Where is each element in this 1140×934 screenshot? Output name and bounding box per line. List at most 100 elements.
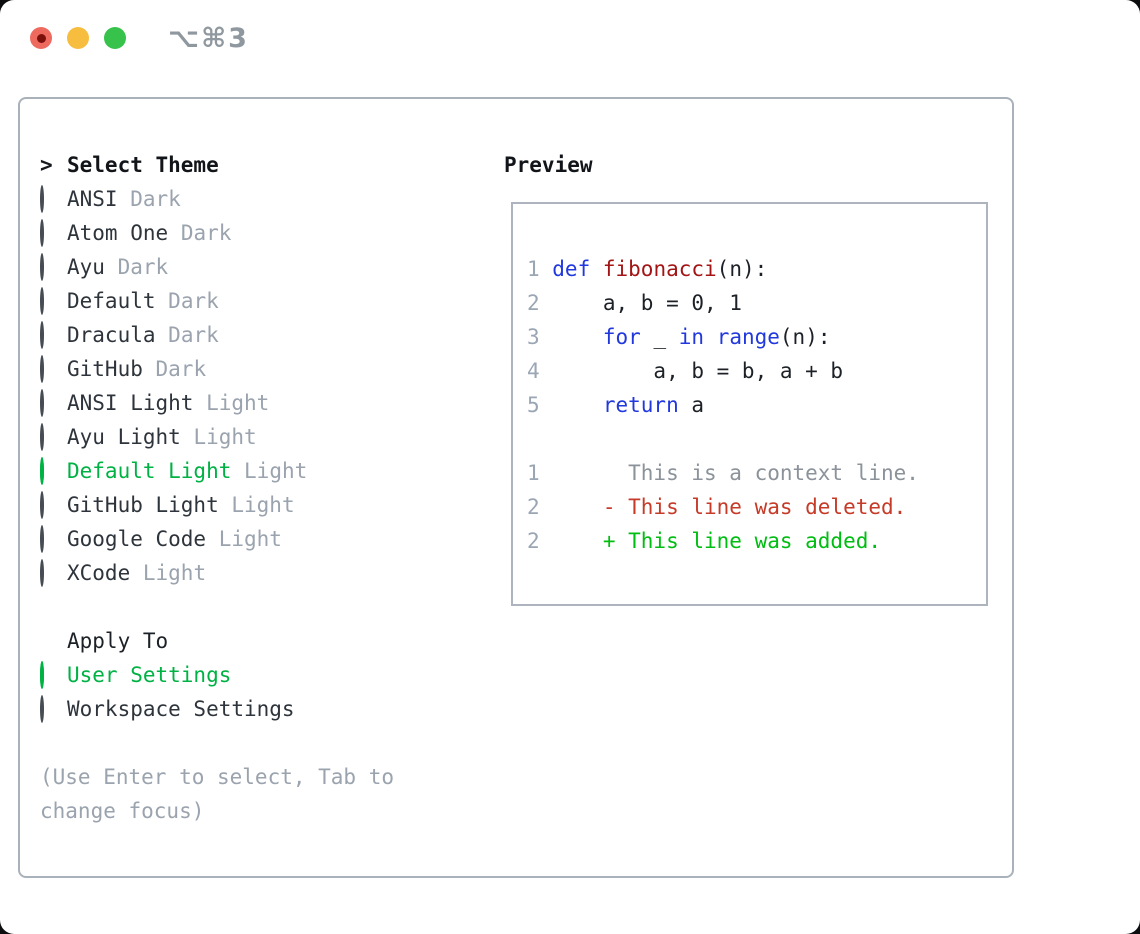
code-token: return <box>602 393 679 417</box>
code-token: This is a context line. <box>552 461 919 485</box>
unselected-radio-icon <box>40 525 44 553</box>
code-token: a, b = 0, 1 <box>552 291 742 315</box>
line-number: 1 <box>527 461 540 485</box>
theme-option-default[interactable]: Default Dark <box>40 284 480 318</box>
code-token: in <box>678 325 705 349</box>
theme-selector-panel: > Select Theme ANSI Dark Atom One Dark A… <box>18 97 1014 878</box>
code-token: for <box>602 325 641 349</box>
theme-list-section: > Select Theme ANSI Dark Atom One Dark A… <box>40 148 480 828</box>
traffic-lights <box>30 27 126 49</box>
line-number: 3 <box>527 325 540 349</box>
window-title: ⌥⌘3 <box>168 22 249 54</box>
unselected-radio-icon <box>40 389 44 417</box>
titlebar: ⌥⌘3 <box>0 0 1140 76</box>
close-dot-icon <box>36 33 46 43</box>
apply-to-title: Apply To <box>67 629 169 653</box>
theme-option-dracula[interactable]: Dracula Dark <box>40 318 480 352</box>
line-number: 1 <box>527 257 540 281</box>
preview-header: Preview <box>504 148 988 182</box>
theme-option-ayu[interactable]: Ayu Dark <box>40 250 480 284</box>
theme-option-atom-one[interactable]: Atom One Dark <box>40 216 480 250</box>
spacer <box>40 590 480 624</box>
preview-line: 2 a, b = 0, 1 <box>527 286 986 320</box>
unselected-radio-icon <box>40 219 44 247</box>
unselected-radio-icon <box>40 695 44 723</box>
code-token: - This line was deleted. <box>552 495 907 519</box>
code-token <box>704 325 717 349</box>
unselected-radio-icon <box>40 287 44 315</box>
theme-option-xcode[interactable]: XCode Light <box>40 556 480 590</box>
unselected-radio-icon <box>40 321 44 349</box>
theme-option-google-code[interactable]: Google Code Light <box>40 522 480 556</box>
theme-option-default-light[interactable]: Default Light Light <box>40 454 480 488</box>
theme-option-github[interactable]: GitHub Dark <box>40 352 480 386</box>
apply-to-list: User Settings Workspace Settings <box>40 658 480 726</box>
preview-line <box>527 422 986 456</box>
code-token: (n): <box>716 257 768 281</box>
select-theme-title: Select Theme <box>67 153 219 177</box>
theme-option-ayu-light[interactable]: Ayu Light Light <box>40 420 480 454</box>
code-token: + This line was added. <box>552 529 882 553</box>
preview-line: 1 def fibonacci(n): <box>527 252 986 286</box>
unselected-radio-icon <box>40 355 44 383</box>
prompt-icon: > <box>40 153 53 177</box>
unselected-radio-icon <box>40 559 44 587</box>
code-token: (n): <box>779 325 831 349</box>
theme-option-github-light[interactable]: GitHub Light Light <box>40 488 480 522</box>
variant-label: Light <box>206 391 270 415</box>
selected-radio-icon <box>40 661 44 689</box>
line-number: 2 <box>527 495 540 519</box>
code-token: fibonacci <box>602 257 717 281</box>
code-token: _ <box>640 325 679 349</box>
code-token <box>590 257 603 281</box>
variant-label: Dark <box>180 221 232 245</box>
variant-label: Dark <box>168 323 219 347</box>
close-button[interactable] <box>30 27 52 49</box>
theme-list: ANSI Dark Atom One Dark Ayu Dark Default… <box>40 182 480 590</box>
preview-line: 1 This is a context line. <box>527 456 986 490</box>
variant-label: Dark <box>117 255 169 279</box>
variant-label: Dark <box>130 187 181 211</box>
select-theme-header: > Select Theme <box>40 148 480 182</box>
variant-label: Light <box>244 459 308 483</box>
unselected-radio-icon <box>40 491 44 519</box>
minimize-button[interactable] <box>67 27 89 49</box>
spacer <box>40 726 480 760</box>
line-number: 2 <box>527 529 540 553</box>
line-number: 2 <box>527 291 540 315</box>
help-text-line: (Use Enter to select, Tab to <box>40 765 395 789</box>
variant-label: Light <box>231 493 295 517</box>
apply-to-header: Apply To <box>40 624 480 658</box>
preview-title: Preview <box>504 153 593 177</box>
selected-radio-icon <box>40 457 44 485</box>
code-token <box>552 393 603 417</box>
zoom-button[interactable] <box>104 27 126 49</box>
preview-line: 5 return a <box>527 388 986 422</box>
preview-line: 2 - This line was deleted. <box>527 490 986 524</box>
unselected-radio-icon <box>40 423 44 451</box>
variant-label: Dark <box>155 357 207 381</box>
code-token: a <box>678 393 705 417</box>
line-number: 5 <box>527 393 540 417</box>
preview-line: 2 + This line was added. <box>527 524 986 558</box>
variant-label: Light <box>193 425 257 449</box>
help-text-line: change focus) <box>40 799 205 823</box>
line-number: 4 <box>527 359 540 383</box>
variant-label: Dark <box>168 289 219 313</box>
unselected-radio-icon <box>40 253 44 281</box>
code-token: def <box>552 257 591 281</box>
code-token: range <box>716 325 780 349</box>
variant-label: Light <box>142 561 207 585</box>
theme-option-ansi-light[interactable]: ANSI Light Light <box>40 386 480 420</box>
code-token <box>552 325 603 349</box>
theme-option-ansi[interactable]: ANSI Dark <box>40 182 480 216</box>
preview-line: 3 for _ in range(n): <box>527 320 986 354</box>
apply-option-workspace-settings[interactable]: Workspace Settings <box>40 692 480 726</box>
help-text: (Use Enter to select, Tab to change focu… <box>40 760 480 828</box>
apply-option-user-settings[interactable]: User Settings <box>40 658 480 692</box>
preview-line: 4 a, b = b, a + b <box>527 354 986 388</box>
code-token: a, b = b, a + b <box>552 359 844 383</box>
